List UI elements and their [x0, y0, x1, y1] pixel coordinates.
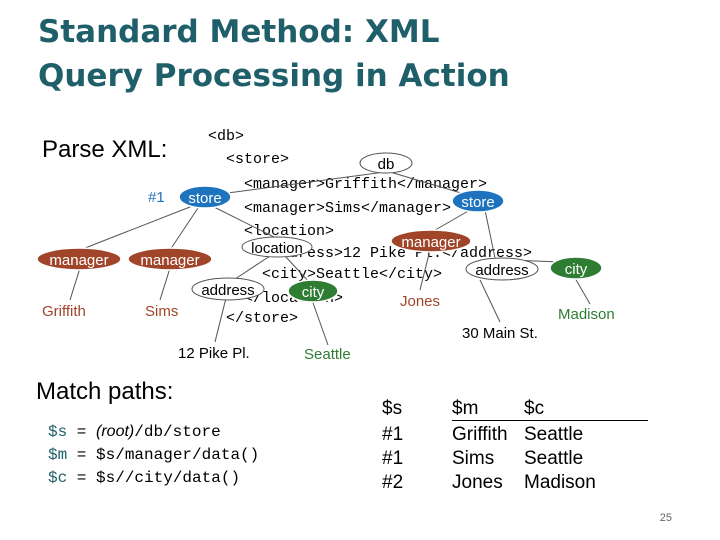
- match-paths-label: Match paths:: [36, 378, 174, 405]
- title-line-1: Standard Method: XML: [38, 14, 440, 50]
- manager-node: [127, 247, 213, 271]
- path-eq: =: [67, 446, 97, 464]
- city-node: [287, 279, 339, 303]
- city-node-label: city: [302, 284, 325, 301]
- path-eq: =: [67, 423, 97, 441]
- path-root: (root): [96, 423, 135, 440]
- leaf-madison: Madison: [558, 306, 615, 323]
- path-var: $c: [48, 469, 68, 487]
- results-header-rule: [452, 420, 648, 421]
- manager-node-label: manager: [401, 234, 460, 251]
- location-node-label: location: [251, 240, 303, 257]
- leaf-main-st: 30 Main St.: [462, 325, 538, 342]
- store-1-node: [178, 185, 232, 209]
- edge: [209, 204, 281, 241]
- xml-line: <manager>Griffith</manager>: [208, 176, 488, 193]
- manager-node: [36, 247, 122, 271]
- manager-node-label: manager: [140, 252, 199, 269]
- results-cell: #1: [382, 448, 404, 469]
- edge: [69, 267, 81, 301]
- location-node: [241, 236, 313, 258]
- path-row-s: $s = (root)/db/store: [48, 420, 259, 444]
- db-node: [359, 152, 413, 174]
- leaf-pike: 12 Pike Pl.: [178, 345, 250, 362]
- edge: [231, 255, 271, 282]
- page-number: 25: [659, 512, 672, 524]
- edge: [79, 204, 196, 251]
- results-cell: Seattle: [524, 448, 584, 469]
- db-node-label: db: [378, 156, 395, 173]
- results-cell: #1: [382, 424, 404, 445]
- results-cell: Jones: [452, 472, 503, 493]
- store-1-tag: #1: [148, 189, 165, 206]
- leaf-griffith: Griffith: [42, 303, 86, 320]
- city-node: [549, 256, 603, 280]
- address-node: [191, 277, 265, 301]
- tree-edges: [69, 171, 591, 346]
- slide-title: Standard Method: XML Query Processing in…: [38, 10, 678, 98]
- manager-node-label: manager: [49, 252, 108, 269]
- edge: [311, 299, 329, 346]
- results-cell: Seattle: [524, 424, 584, 445]
- leaf-sims: Sims: [145, 303, 178, 320]
- results-cell: Sims: [452, 448, 495, 469]
- address-node: [465, 257, 539, 281]
- results-header: $c: [524, 398, 545, 419]
- results-cell: Madison: [524, 472, 596, 493]
- leaf-seattle: Seattle: [304, 346, 351, 363]
- title-line-2: Query Processing in Action: [38, 58, 510, 94]
- store-2-node: [451, 189, 505, 213]
- store-1-node-label: store: [188, 190, 221, 207]
- address-node-label: address: [475, 262, 528, 279]
- xml-line: <store>: [208, 151, 290, 168]
- path-row-m: $m = $s/manager/data(): [48, 444, 259, 467]
- address-node-label: address: [201, 282, 254, 299]
- store-2-node-label: store: [461, 194, 494, 211]
- edge: [204, 171, 386, 197]
- xml-line: </store>: [208, 310, 299, 327]
- xml-line: <city>Seattle</city>: [208, 266, 443, 283]
- path-row-c: $c = $s//city/data(): [48, 467, 259, 490]
- path-expr: $s/manager/data(): [96, 446, 260, 464]
- xml-source: <db> <store> <manager>Griffith</manager>…: [208, 128, 532, 327]
- path-expressions: $s = (root)/db/store $m = $s/manager/dat…: [48, 420, 259, 490]
- edge: [479, 279, 501, 323]
- edge: [574, 277, 591, 305]
- manager-node: [390, 229, 472, 253]
- path-var: $m: [48, 446, 68, 464]
- edge: [484, 209, 496, 259]
- edge: [159, 267, 171, 301]
- edge: [169, 204, 201, 251]
- parse-xml-label: Parse XML:: [42, 136, 168, 163]
- edge: [429, 209, 471, 234]
- path-eq: =: [67, 469, 97, 487]
- edge: [284, 255, 311, 284]
- leaf-jones: Jones: [400, 293, 440, 310]
- edge: [419, 249, 431, 291]
- results-cell: #2: [382, 472, 404, 493]
- path-expr: /db/store: [134, 423, 221, 441]
- results-header: $s: [382, 398, 403, 419]
- xml-line: <location>: [208, 223, 335, 240]
- edge: [214, 297, 227, 343]
- xml-line: <manager>Sims</manager>: [208, 200, 452, 217]
- city-node-label: city: [565, 261, 588, 278]
- xml-line: <db>: [208, 128, 245, 145]
- path-var: $s: [48, 423, 68, 441]
- results-header: $m: [452, 398, 479, 419]
- path-expr: $s//city/data(): [96, 469, 241, 487]
- results-cell: Griffith: [452, 424, 508, 445]
